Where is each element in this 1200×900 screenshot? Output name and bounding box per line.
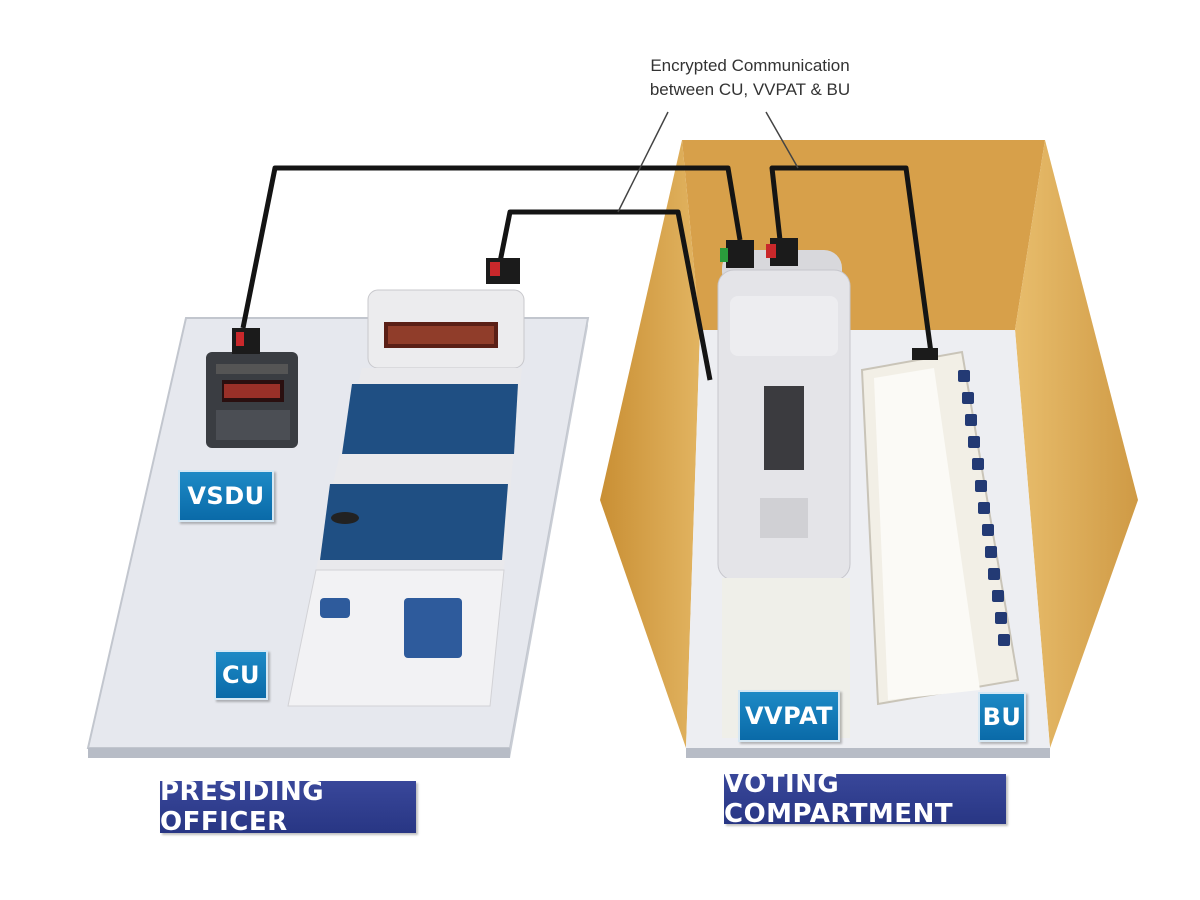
note-line-2: between CU, VVPAT & BU [649,80,851,99]
bu-device [860,348,1020,706]
presiding-officer-label: PRESIDING OFFICER [160,777,416,837]
cu-device [287,258,525,707]
bu-label: BU [978,692,1026,742]
vvpat-label: VVPAT [738,690,840,742]
bu-buttons [958,370,1010,646]
voting-compartment-label: VOTING COMPARTMENT [724,769,1006,829]
cu-label: CU [214,650,268,700]
vsdu-label: VSDU [178,470,274,522]
encrypted-communication-note: Encrypted Communication between CU, VVPA… [600,54,900,102]
annotation-pointer-lines [617,111,799,213]
vsdu-device [206,328,298,448]
note-line-1: Encrypted Communication [650,56,850,75]
encrypted-cables [240,165,935,381]
vvpat-device [717,238,851,738]
